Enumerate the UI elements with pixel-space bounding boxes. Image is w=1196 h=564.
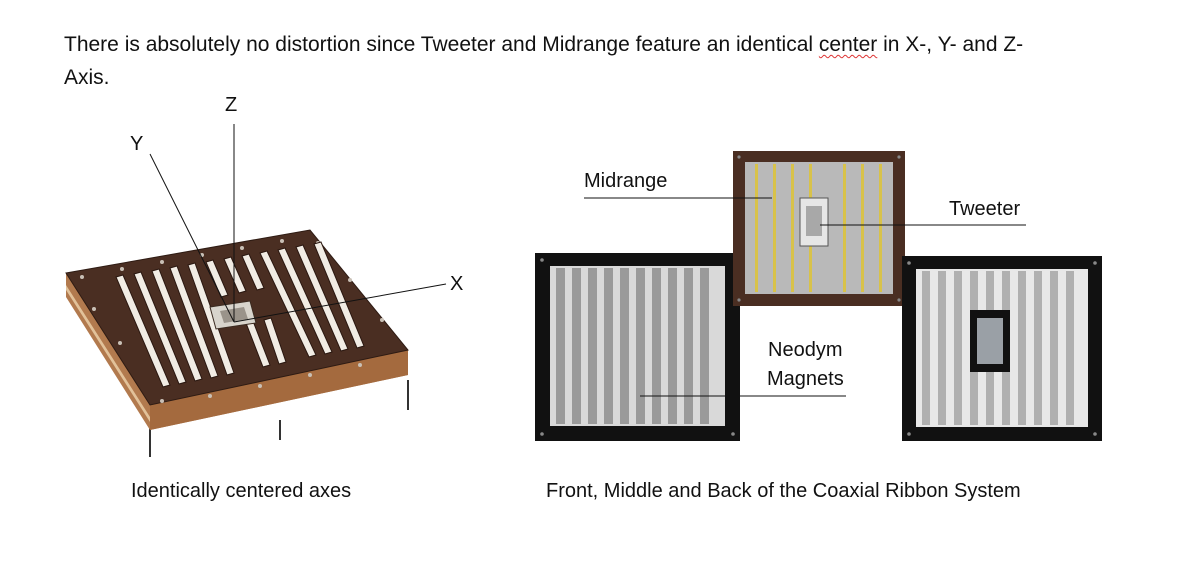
axis-label-y: Y xyxy=(130,133,144,155)
intro-paragraph: There is absolutely no distortion since … xyxy=(64,28,1064,94)
spellcheck-word: center xyxy=(818,33,878,56)
label-tweeter: Tweeter xyxy=(949,198,1021,220)
driver-plate-illustration xyxy=(65,229,409,457)
coaxial-ribbon-system-illustration xyxy=(535,151,1102,441)
axis-label-x: X xyxy=(450,273,464,295)
intro-text-start: There is absolutely no distortion since … xyxy=(64,33,819,56)
caption-system: Front, Middle and Back of the Coaxial Ri… xyxy=(546,480,1021,502)
label-magnets: Magnets xyxy=(767,368,844,390)
label-midrange: Midrange xyxy=(584,170,668,192)
caption-axes: Identically centered axes xyxy=(131,480,352,502)
intro-text-end: in X-, Y- and Z-Axis. xyxy=(64,33,1024,89)
axis-label-z: Z xyxy=(225,94,238,116)
label-neodym: Neodym xyxy=(768,339,843,361)
